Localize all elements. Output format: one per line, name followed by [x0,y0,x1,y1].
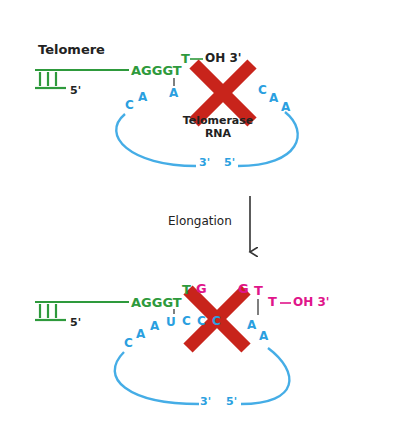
base: C [258,84,267,98]
base: A [259,330,268,344]
dna-duplex [35,70,129,88]
base: A [247,319,256,333]
end-label: 5' [70,317,81,330]
base: C [124,337,133,351]
cross-mark [188,290,246,348]
bond-dash [280,302,291,304]
cross-mark [194,64,252,122]
base: T [268,295,277,310]
process-label: Elongation [168,215,232,229]
base: A [150,320,159,334]
end-label: OH 3' [205,52,241,66]
base: C [182,315,191,329]
base: A [136,328,145,342]
end-label: 3' [199,157,210,170]
end-label: 5' [224,157,235,170]
base: C [197,315,206,329]
base: A [138,91,147,105]
base-sequence: AGGGT [131,64,182,79]
base: C [212,315,221,329]
end-label: 3' [200,396,211,409]
end-label: 5' [226,396,237,409]
base-pair [173,78,175,86]
base: G [196,282,207,297]
base: A [269,92,278,106]
end-label: OH 3' [293,296,329,310]
base: G [238,282,249,297]
part-name: Telomere [38,43,105,58]
base: T [254,284,263,299]
dna-duplex [35,302,129,320]
bond-dash [190,58,203,60]
part-name: Telomerase RNA [178,115,258,140]
end-label: 5' [70,85,81,98]
base-sequence: AGGGT [131,296,182,311]
base: T [181,52,190,67]
base: U [166,316,176,330]
base: C [125,99,134,113]
base: A [281,101,290,115]
process-arrow [249,196,251,252]
base: A [169,87,178,101]
base: T [182,283,191,298]
